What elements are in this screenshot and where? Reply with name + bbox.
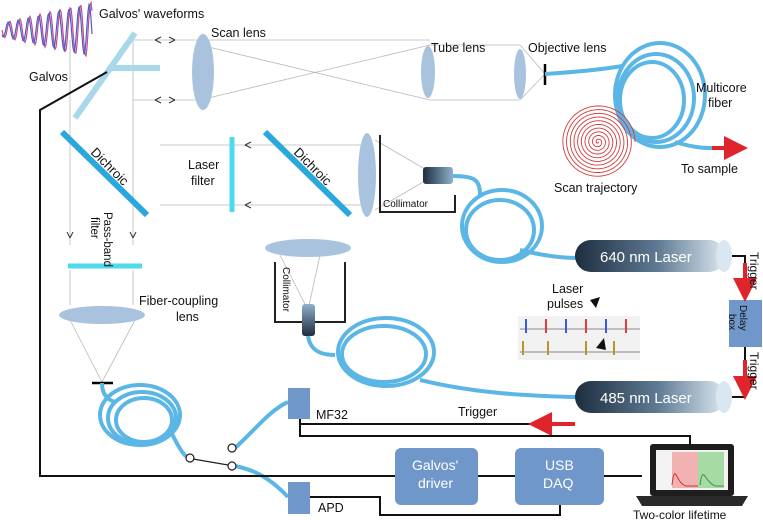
label-laser-640: 640 nm Laser: [600, 249, 692, 266]
label-fiber-coupling-1: Fiber-coupling: [139, 294, 218, 308]
label-laser-pulses-1: Laser: [552, 282, 583, 296]
label-apd: APD: [318, 501, 344, 515]
label-galvos-waveforms: Galvos' waveforms: [99, 7, 204, 21]
label-usb-daq-1: USB: [545, 457, 574, 473]
label-laser-filter-2: filter: [191, 174, 215, 188]
fiber-485: [306, 316, 579, 399]
collimator-lower: [302, 304, 315, 336]
label-delay-box-2: box: [726, 314, 737, 330]
label-trigger-mid: Trigger: [747, 352, 761, 390]
delay-box: [729, 300, 762, 347]
fiber-detection: [98, 382, 290, 499]
usb-daq-box: [515, 448, 604, 505]
fiber-coupling-lens: [59, 306, 145, 324]
label-pass-band-2: filter: [88, 217, 100, 239]
label-trigger-top: Trigger: [747, 252, 761, 290]
label-objective-lens: Objective lens: [528, 41, 607, 55]
label-laser-pulses-2: pulses: [547, 297, 583, 311]
label-pass-band-1: Pass-band: [101, 212, 113, 267]
scan-lens: [192, 34, 214, 110]
label-collimator-top: Collimator: [383, 199, 429, 210]
label-tube-lens: Tube lens: [431, 41, 485, 55]
dichroic-left: [59, 129, 150, 218]
label-to-sample: To sample: [681, 162, 738, 176]
laser-485-body: [575, 381, 732, 413]
galvos-waveform-plot: [1, 0, 93, 58]
collimator-bracket-top: [379, 135, 456, 213]
label-usb-daq-2: DAQ: [543, 475, 573, 491]
beam-paths: [69, 39, 546, 383]
collimator-lens-lower: [265, 239, 351, 257]
multicore-fiber: [544, 41, 713, 150]
collimator-top: [423, 167, 453, 184]
electronics-wiring: [39, 71, 691, 516]
apd-box: [288, 482, 310, 514]
label-galvos-driver-2: driver: [418, 475, 453, 491]
laser-pulses-pointer-mid: [596, 338, 606, 350]
label-two-color-lifetime: Two-color lifetime: [633, 508, 727, 520]
label-scan-trajectory: Scan trajectory: [554, 181, 638, 195]
mf32-box: [288, 388, 310, 419]
label-scan-lens: Scan lens: [211, 26, 266, 40]
laser-pulses-panel: [518, 316, 640, 360]
laser-640-body: [575, 240, 732, 272]
laptop: [636, 444, 748, 506]
label-laser-filter-1: Laser: [188, 158, 219, 172]
collimator-lens: [358, 133, 376, 217]
tube-lens: [421, 46, 435, 98]
label-multicore-fiber-2: fiber: [708, 96, 732, 110]
label-multicore-fiber-1: Multicore: [696, 81, 747, 95]
objective-lens: [514, 49, 526, 99]
scan-trajectory-spiral: [562, 105, 636, 177]
label-galvos-driver-1: Galvos': [412, 457, 458, 473]
label-fiber-coupling-2: lens: [176, 310, 199, 324]
label-collimator-lower: Collimator: [280, 267, 291, 313]
beam-direction-arrows: [66, 36, 252, 239]
laser-pulses-pointer-top: [590, 297, 600, 308]
label-mf32: MF32: [316, 408, 348, 422]
label-galvos: Galvos: [29, 70, 68, 84]
label-trigger-bottom: Trigger: [458, 405, 497, 419]
label-delay-box-1: Delay: [737, 305, 748, 331]
fiber-640: [452, 174, 579, 264]
galvos-driver-box: [395, 448, 478, 505]
fiber-switch: [185, 443, 237, 471]
label-laser-485: 485 nm Laser: [600, 390, 692, 407]
dichroic-right: [262, 129, 353, 218]
galvo-mirrors: [72, 31, 160, 120]
